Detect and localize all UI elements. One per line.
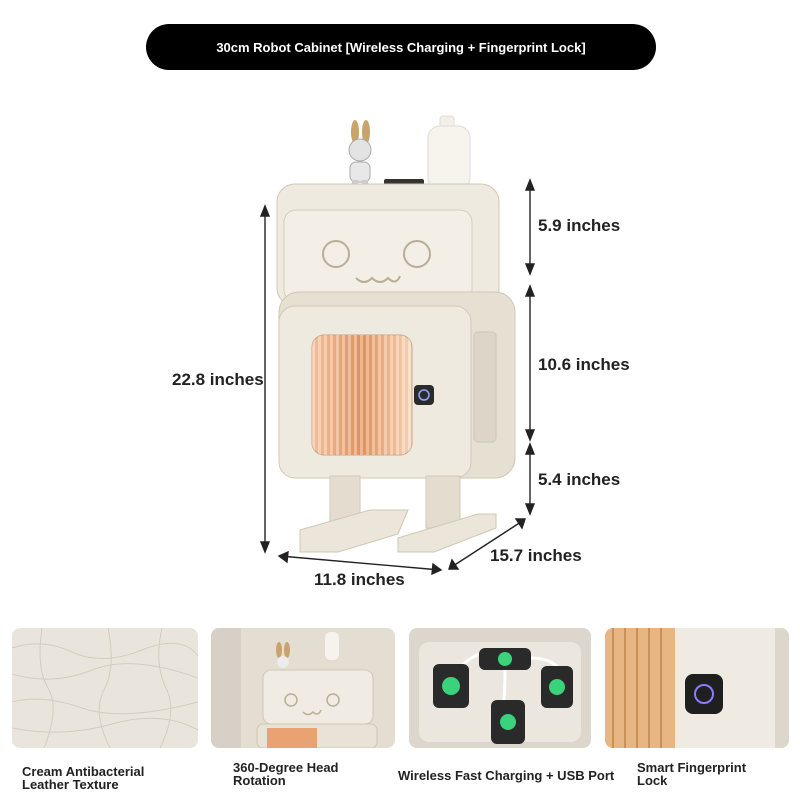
feature-caption-rotation: 360-Degree Head Rotation — [233, 760, 339, 788]
total-height-label: 22.8 inches — [172, 370, 264, 389]
robot-cabinet-drawing — [259, 115, 536, 576]
charging-phones-image — [409, 628, 591, 748]
feature-thumb-lock — [605, 628, 789, 748]
dimension-lines — [259, 178, 536, 576]
robot-legs — [299, 475, 497, 553]
feature-caption-charging: Wireless Fast Charging + USB Port — [398, 768, 615, 783]
leather-texture-image — [12, 628, 198, 748]
feature-thumb-charging — [409, 628, 591, 748]
feature-gallery: Cream Antibacterial Leather Texture 360-… — [0, 628, 800, 800]
width-label: 11.8 inches — [314, 570, 405, 589]
fingerprint-lock-image — [605, 628, 789, 748]
rotating-head-image — [211, 628, 395, 748]
feature-thumb-leather — [12, 628, 198, 748]
figurine-icon — [348, 120, 372, 186]
fingerprint-lock-icon — [414, 385, 434, 405]
vase-icon — [427, 115, 471, 191]
head-height-label: 5.9 inches — [538, 216, 621, 235]
robot-head — [276, 183, 500, 307]
fingerprint-lock-icon — [685, 674, 723, 714]
body-height-label: 10.6 inches — [538, 355, 630, 374]
page-title: 30cm Robot Cabinet [Wireless Charging + … — [216, 39, 586, 55]
phone-icon — [433, 648, 573, 744]
depth-label: 15.7 inches — [490, 546, 582, 565]
feature-thumb-rotation — [211, 628, 395, 748]
leg-height-label: 5.4 inches — [538, 470, 621, 489]
feature-caption-lock: Smart Fingerprint Lock — [637, 760, 747, 788]
title-banner: 30cm Robot Cabinet [Wireless Charging + … — [146, 24, 656, 70]
product-illustration: 22.8 inches 5.9 inches 10.6 inches 5.4 i… — [0, 80, 800, 600]
feature-caption-leather: Cream Antibacterial Leather Texture — [22, 764, 145, 792]
robot-body — [278, 291, 516, 479]
